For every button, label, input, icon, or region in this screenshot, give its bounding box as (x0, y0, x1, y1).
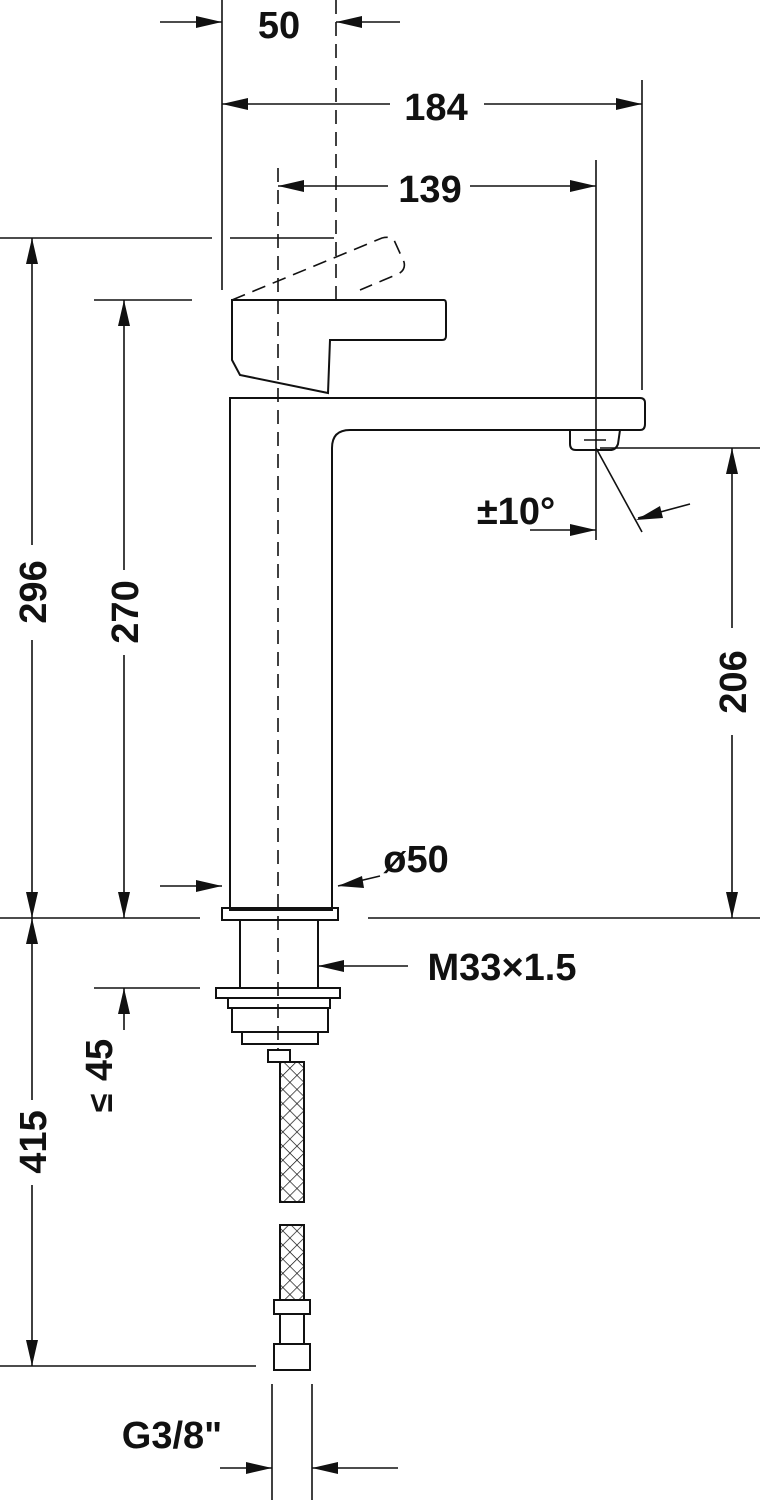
label-lever-height: 270 (105, 580, 147, 643)
label-overall-depth: 184 (404, 87, 467, 129)
label-hose-length: 415 (13, 1110, 55, 1173)
faucet-outline (215, 0, 646, 1371)
label-body-diameter: ø50 (383, 839, 448, 881)
label-top-width: 50 (258, 5, 300, 47)
label-max-deck-symbol: ≤ (82, 1094, 120, 1113)
label-spout-height: 206 (713, 650, 755, 713)
label-connection: G3/8" (122, 1415, 222, 1457)
label-thread: M33×1.5 (428, 947, 577, 989)
label-swivel-angle: ±10° (477, 491, 555, 533)
label-max-deck-thickness: 45 (79, 1039, 121, 1081)
label-total-height: 296 (13, 560, 55, 623)
label-spout-reach: 139 (398, 169, 461, 211)
dimension-labels: 50 184 139 296 270 206 ±10° ø50 M33×1.5 … (13, 5, 755, 1457)
